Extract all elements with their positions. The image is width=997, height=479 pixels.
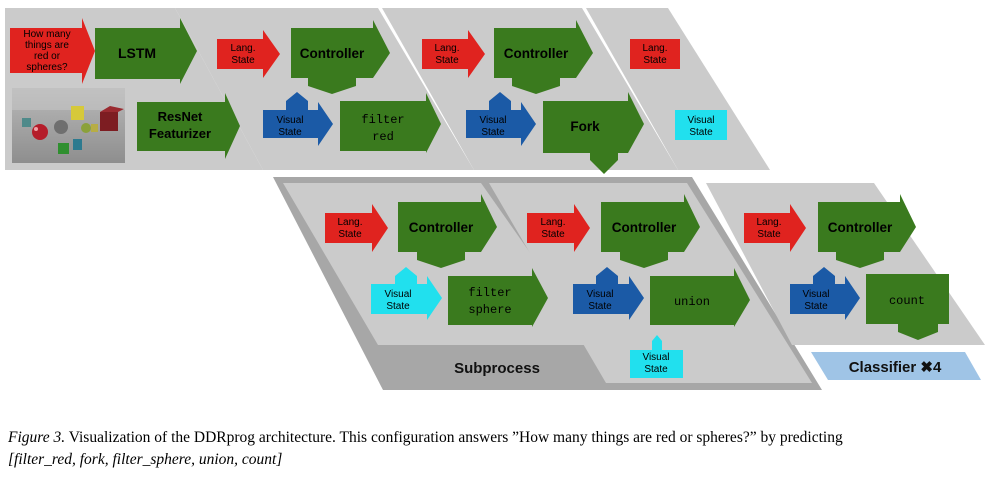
svg-text:State: State <box>338 229 362 240</box>
union-module: union <box>650 268 750 327</box>
svg-text:Controller: Controller <box>300 46 365 61</box>
svg-text:State: State <box>804 301 828 312</box>
visual-state-box: Visual State <box>790 267 860 320</box>
svg-text:Visual: Visual <box>642 352 669 363</box>
lang-state-box: Lang. State <box>630 39 680 69</box>
svg-text:State: State <box>588 301 612 312</box>
classifier-output: Classifier ✖4 <box>811 352 981 380</box>
svg-text:Controller: Controller <box>828 220 893 235</box>
question-box: How many things are red or spheres? <box>10 18 95 84</box>
lstm-label: LSTM <box>118 45 156 61</box>
svg-text:Lang.: Lang. <box>756 217 781 228</box>
svg-text:Visual: Visual <box>802 289 829 300</box>
svg-text:Visual: Visual <box>687 115 714 126</box>
svg-text:Visual: Visual <box>479 115 506 126</box>
svg-text:Controller: Controller <box>504 46 569 61</box>
lang-state-box: Lang. State <box>217 30 280 78</box>
svg-text:Fork: Fork <box>570 119 600 134</box>
visual-state-box: Visual State <box>371 267 442 320</box>
svg-text:Lang.: Lang. <box>230 43 255 54</box>
lang-state-box: Lang. State <box>527 204 590 252</box>
svg-text:Visual: Visual <box>276 115 303 126</box>
resnet-featurizer-block: ResNet Featurizer <box>137 93 240 159</box>
scene-image <box>12 88 125 163</box>
controller-block: Controller <box>494 20 593 94</box>
svg-text:State: State <box>643 55 667 66</box>
lang-state-box: Lang. State <box>744 204 806 252</box>
question-line-4: spheres? <box>26 62 68 73</box>
svg-text:State: State <box>644 364 668 375</box>
svg-text:State: State <box>481 127 505 138</box>
svg-text:Visual: Visual <box>586 289 613 300</box>
lang-state-box: Lang. State <box>325 204 388 252</box>
svg-text:red: red <box>372 130 394 144</box>
svg-text:filter: filter <box>468 286 511 300</box>
visual-state-box: Visual State <box>630 335 683 378</box>
svg-text:count: count <box>889 294 925 308</box>
fork-module: Fork <box>543 92 644 174</box>
resnet-label-1: ResNet <box>158 109 203 124</box>
svg-text:State: State <box>278 127 302 138</box>
visual-state-box: Visual State <box>466 92 536 146</box>
svg-text:sphere: sphere <box>468 303 511 317</box>
controller-block: Controller <box>601 194 700 268</box>
caption-program: [filter_red, fork, filter_sphere, union,… <box>8 451 283 468</box>
controller-block: Controller <box>818 194 916 268</box>
svg-text:State: State <box>541 229 565 240</box>
svg-text:Lang.: Lang. <box>540 217 565 228</box>
svg-text:Lang.: Lang. <box>434 43 459 54</box>
count-module: count <box>866 274 949 340</box>
ddrprog-diagram: How many things are red or spheres? LSTM… <box>5 8 985 390</box>
visual-state-box: Visual State <box>263 92 333 146</box>
svg-text:Visual: Visual <box>384 289 411 300</box>
resnet-label-2: Featurizer <box>149 126 211 141</box>
svg-text:union: union <box>674 295 710 309</box>
filter-red-module: filter red <box>340 93 441 153</box>
svg-text:State: State <box>757 229 781 240</box>
caption-text: Visualization of the DDRprog architectur… <box>65 429 843 446</box>
visual-state-box: Visual State <box>573 267 644 320</box>
svg-text:Lang.: Lang. <box>337 217 362 228</box>
svg-text:State: State <box>386 301 410 312</box>
question-line-3: red or <box>34 51 61 62</box>
visual-state-box: Visual State <box>675 110 727 140</box>
controller-block: Controller <box>398 194 497 268</box>
question-line-1: How many <box>23 29 70 40</box>
svg-text:State: State <box>231 55 255 66</box>
svg-text:State: State <box>435 55 459 66</box>
svg-text:filter: filter <box>361 113 404 127</box>
question-line-2: things are <box>25 40 69 51</box>
lstm-block: LSTM <box>95 18 197 84</box>
svg-text:Lang.: Lang. <box>642 43 667 54</box>
lang-state-box: Lang. State <box>422 30 485 78</box>
svg-text:Controller: Controller <box>409 220 474 235</box>
subprocess-label: Subprocess <box>454 360 540 377</box>
svg-text:Controller: Controller <box>612 220 677 235</box>
classifier-label: Classifier ✖4 <box>849 359 942 376</box>
svg-text:State: State <box>689 127 713 138</box>
caption-figure-number: Figure 3. <box>8 429 66 446</box>
controller-block: Controller <box>291 20 390 94</box>
filter-sphere-module: filter sphere <box>448 268 548 327</box>
figure-caption: Figure 3. Visualization of the DDRprog a… <box>8 427 993 471</box>
